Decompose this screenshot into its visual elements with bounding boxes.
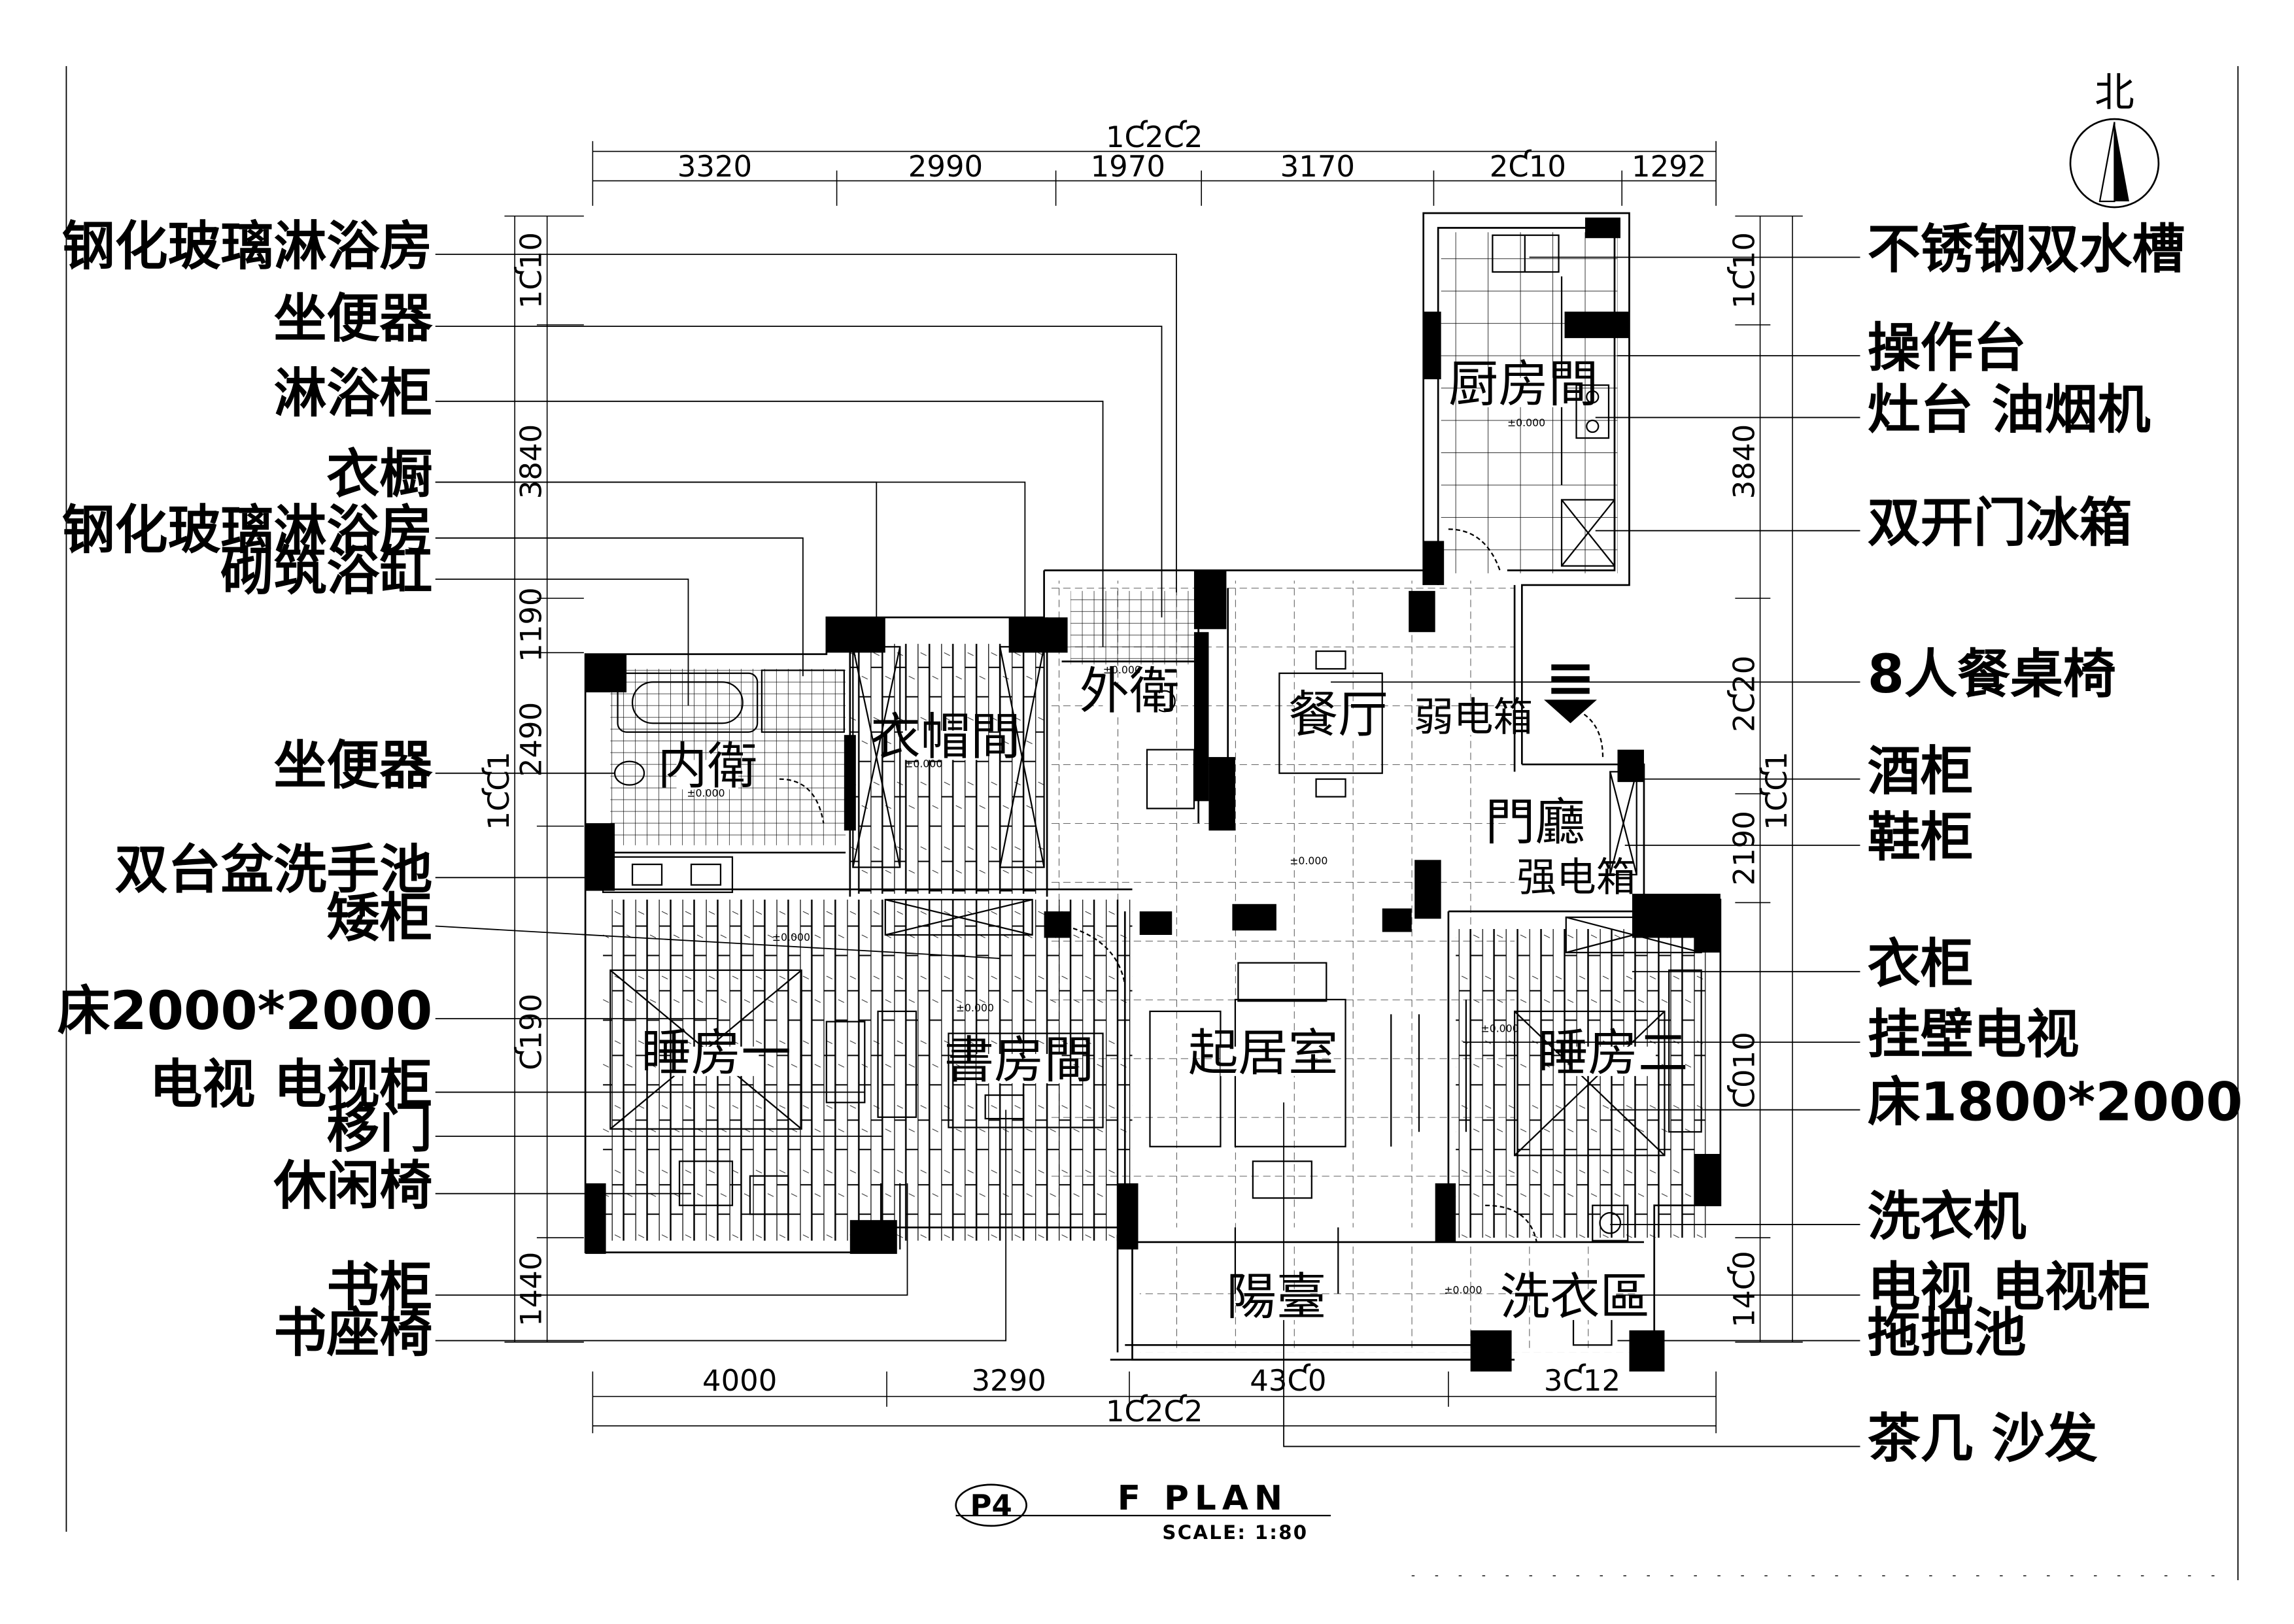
callouts-left: 钢化玻璃淋浴房 坐便器 淋浴柜 衣橱 钢化玻璃淋浴房 砌筑浴缸 坐便器 双台盆洗… <box>57 216 433 1364</box>
room-bedroom-1: 睡房一 <box>642 1024 791 1083</box>
callout-right-8: 衣柜 <box>1868 934 1974 995</box>
callout-right-1: 不锈钢双水槽 <box>1868 219 2185 280</box>
dim-right-total: 1ƇƇ1 <box>1759 752 1794 830</box>
callout-right-6: 酒柜 <box>1868 741 1974 802</box>
callout-left-12: 移门 <box>326 1098 432 1160</box>
callout-left-5: 钢化玻璃淋浴房 <box>62 500 433 562</box>
callout-left-11: 电视 电视柜 <box>149 1054 432 1115</box>
callout-left-2: 坐便器 <box>273 288 433 350</box>
callout-right-14: 茶几 沙发 <box>1868 1408 2098 1470</box>
callout-left-10: 床2000*2000 <box>57 981 432 1042</box>
dim-right-1: 1Ƈ10 <box>1727 232 1762 309</box>
level-mark-bedroom-2: ±0.000 <box>1481 1022 1519 1034</box>
dim-top-6: 1292 <box>1632 149 1706 184</box>
dim-bottom-1: 4000 <box>702 1363 777 1398</box>
room-labels: 厨房間 餐厅 外衛 内衛 衣帽間 睡房一 書房間 起居室 睡房二 門廳 陽臺 洗… <box>642 356 1688 1327</box>
dim-left-6: 1440 <box>514 1252 549 1327</box>
callout-left-15: 书座椅 <box>273 1302 432 1364</box>
callout-right-11: 洗衣机 <box>1868 1187 2027 1248</box>
callout-right-5: 8人餐桌椅 <box>1868 644 2116 705</box>
dimension-top <box>592 141 1717 206</box>
room-living: 起居室 <box>1188 1024 1338 1083</box>
dim-top-4: 3170 <box>1280 149 1355 184</box>
north-arrow-icon: 北 <box>2069 70 2160 209</box>
level-mark-bedroom-1: ±0.000 <box>772 931 810 943</box>
dim-top-1: 3320 <box>677 149 752 184</box>
dim-left-4: 2490 <box>514 702 549 777</box>
entry-arrow-icon <box>1544 664 1598 724</box>
dim-bottom-2: 3290 <box>971 1363 1046 1398</box>
callout-left-4: 衣橱 <box>326 444 432 505</box>
callout-right-4: 双开门冰箱 <box>1868 492 2132 554</box>
dim-left-3: 1190 <box>514 587 549 662</box>
dim-top-5: 2Ƈ10 <box>1490 149 1566 184</box>
callouts-right: 不锈钢双水槽 操作台 灶台 油烟机 双开门冰箱 8人餐桌椅 酒柜 鞋柜 衣柜 挂… <box>1868 219 2243 1470</box>
room-master-bath: 内衛 <box>657 737 757 796</box>
title-plate: P4 <box>970 1488 1012 1523</box>
callout-right-2: 操作台 <box>1868 318 2027 379</box>
dimension-bottom <box>592 1371 1717 1434</box>
room-study: 書房間 <box>944 1032 1094 1090</box>
dim-right-4: 2190 <box>1727 811 1762 885</box>
callout-left-6: 砌筑浴缸 <box>221 541 433 603</box>
dim-right-6: 14Ƈ0 <box>1727 1251 1762 1327</box>
dimension-left <box>504 215 584 1343</box>
title-block: P4 F PLAN SCALE: 1:80 <box>955 1479 1331 1544</box>
callout-left-14: 书柜 <box>326 1257 432 1319</box>
dim-right-3: 2Ƈ20 <box>1727 656 1762 732</box>
dim-left-1: 1Ƈ10 <box>514 232 549 309</box>
room-weak-box: 弱电箱 <box>1414 694 1533 740</box>
dim-top-2: 2990 <box>908 149 983 184</box>
dim-right-5: Ƈ010 <box>1727 1032 1762 1108</box>
callout-right-3: 灶台 油烟机 <box>1868 379 2151 441</box>
callout-right-9: 挂壁电视 <box>1868 1004 2080 1066</box>
room-balcony: 陽臺 <box>1226 1268 1326 1327</box>
callout-left-1: 钢化玻璃淋浴房 <box>62 216 433 278</box>
callout-right-7: 鞋柜 <box>1868 807 1974 869</box>
dim-left-total: 1ƇƇ1 <box>481 752 516 830</box>
dim-bottom-4: 3Ƈ12 <box>1544 1363 1620 1398</box>
room-kitchen: 厨房間 <box>1448 356 1598 414</box>
level-mark-kitchen: ±0.000 <box>1507 416 1545 429</box>
callout-right-13: 拖把池 <box>1868 1302 2027 1364</box>
room-laundry: 洗衣區 <box>1500 1268 1650 1327</box>
dim-left-5: Ƈ190 <box>514 994 549 1070</box>
callout-left-8: 双台盆洗手池 <box>115 839 433 901</box>
room-strong-box: 强电箱 <box>1516 855 1635 901</box>
level-mark-living: ±0.000 <box>1290 854 1327 867</box>
callout-right-12: 电视 电视柜 <box>1868 1257 2151 1319</box>
dim-right-2: 3840 <box>1727 424 1762 499</box>
level-mark-study: ±0.000 <box>956 1002 994 1014</box>
room-guest-bath: 外衛 <box>1080 663 1180 721</box>
dim-top-total: 1Ƈ2Ƈ2 <box>1106 120 1203 154</box>
wall-columns <box>585 217 1720 1372</box>
callout-left-9: 矮柜 <box>326 888 432 949</box>
level-mark-guest-bath: ±0.000 <box>1103 664 1141 676</box>
title-scale: SCALE: 1:80 <box>1162 1521 1308 1544</box>
level-mark-closet: ±0.000 <box>904 758 942 770</box>
room-foyer: 門廳 <box>1485 794 1585 852</box>
callout-left-13: 休闲椅 <box>273 1155 432 1217</box>
walls <box>584 212 1722 1361</box>
callout-left-7: 坐便器 <box>273 735 433 796</box>
room-closet: 衣帽間 <box>870 708 1020 766</box>
dim-bottom-total: 1Ƈ2Ƈ2 <box>1106 1394 1203 1429</box>
title-name: F PLAN <box>1118 1479 1288 1518</box>
dim-top-3: 1970 <box>1091 149 1165 184</box>
room-dining: 餐厅 <box>1288 686 1388 745</box>
level-mark-master-bath: ±0.000 <box>687 787 725 800</box>
level-mark-laundry: ±0.000 <box>1444 1284 1482 1296</box>
dim-left-2: 3840 <box>514 424 549 499</box>
leader-lines <box>435 254 1860 1447</box>
dim-bottom-3: 43Ƈ0 <box>1250 1363 1326 1398</box>
callout-left-3: 淋浴柜 <box>273 364 432 425</box>
callout-right-10: 床1800*2000 <box>1868 1072 2243 1133</box>
room-bedroom-2: 睡房二 <box>1538 1024 1688 1083</box>
north-label: 北 <box>2095 70 2134 116</box>
